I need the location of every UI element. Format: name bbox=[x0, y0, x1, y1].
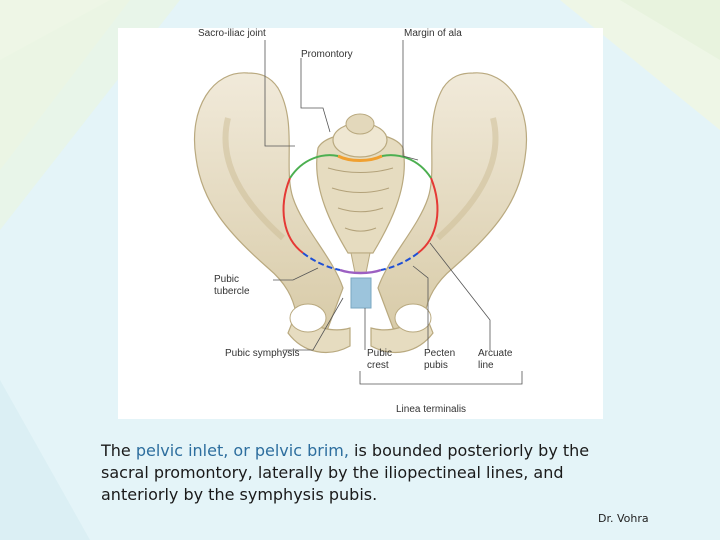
caption-part1: The bbox=[101, 441, 136, 460]
pecten-line-left bbox=[302, 252, 341, 271]
sacral-ala-line-left bbox=[289, 154, 339, 179]
sacral-ala-line-right bbox=[381, 154, 432, 179]
label-arcuate-line-line2: line bbox=[478, 360, 494, 371]
promontory-line bbox=[337, 154, 383, 162]
label-pubic-tubercle-line2: tubercle bbox=[214, 286, 250, 297]
label-margin-of-ala: Margin of ala bbox=[404, 28, 462, 39]
label-pecten-pubis-line1: Pecten bbox=[424, 348, 456, 359]
leader-lines bbox=[264, 40, 523, 385]
label-arcuate-line: Arcuate line bbox=[478, 348, 512, 372]
caption-part2: is bounded posteriorly by the sacral pro… bbox=[101, 441, 590, 504]
label-pubic-tubercle-line1: Pubic bbox=[214, 274, 240, 285]
label-promontory: Promontory bbox=[301, 49, 353, 60]
label-linea-terminalis: Linea terminalis bbox=[396, 404, 467, 415]
label-sacro-iliac-joint: Sacro-iliac joint bbox=[198, 28, 266, 39]
label-pubic-crest-line1: Pubic bbox=[367, 348, 393, 359]
arcuate-line-left bbox=[282, 177, 304, 254]
label-pubic-crest-line2: crest bbox=[367, 360, 389, 371]
arcuate-line-right bbox=[417, 177, 439, 254]
pubic-crest-line bbox=[339, 268, 382, 275]
pubic-symphysis-disc bbox=[350, 277, 372, 309]
label-pubic-symphysis: Pubic symphysis bbox=[225, 348, 300, 359]
label-pecten-pubis-line2: pubis bbox=[424, 360, 448, 371]
label-pubic-tubercle: Pubic tubercle bbox=[214, 274, 250, 298]
caption-text: The pelvic inlet, or pelvic brim, is bou… bbox=[101, 440, 621, 506]
label-pecten-pubis: Pecten pubis bbox=[424, 348, 455, 372]
right-ilium bbox=[377, 72, 527, 333]
caption-highlight: pelvic inlet, or pelvic brim, bbox=[135, 441, 349, 460]
pecten-line-right bbox=[380, 252, 419, 271]
pelvis-drawing bbox=[194, 40, 527, 385]
label-pubic-crest: Pubic crest bbox=[367, 348, 392, 372]
pelvis-illustration: Sacro-iliac joint Promontory Margin of a… bbox=[118, 28, 603, 419]
label-arcuate-line-line1: Arcuate bbox=[478, 348, 513, 359]
author-credit: Dr. Vohra bbox=[598, 512, 649, 525]
